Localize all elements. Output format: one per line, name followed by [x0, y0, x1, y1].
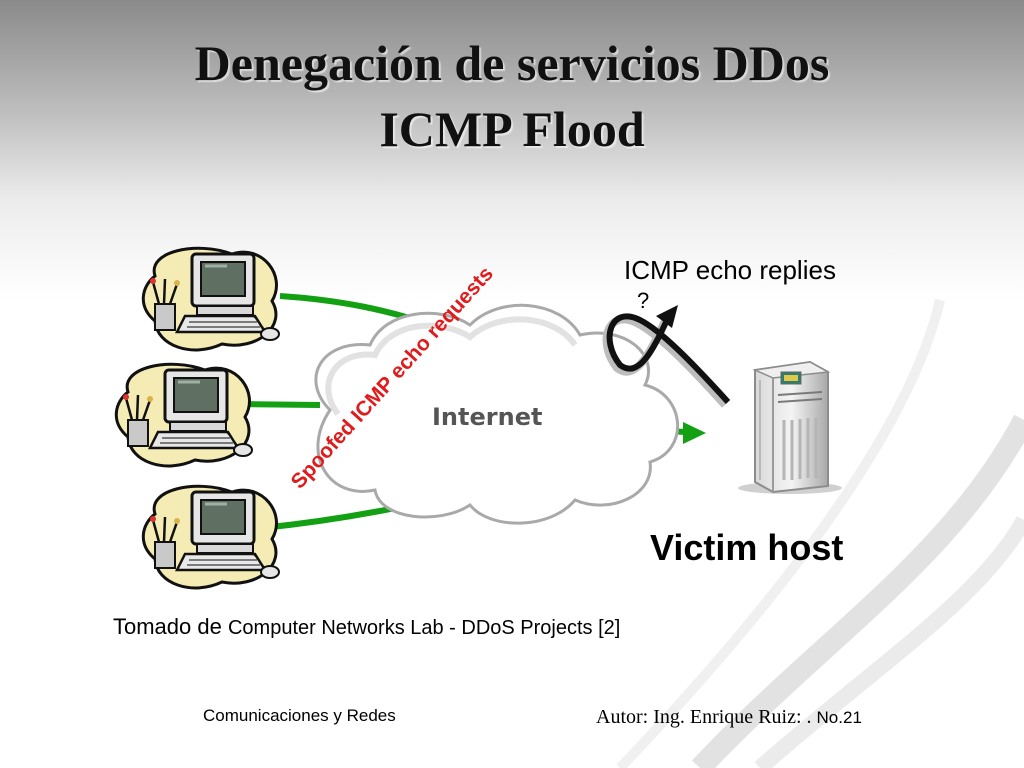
arrow-to-victim-icon	[683, 422, 706, 444]
icmp-replies-label: ICMP echo replies	[624, 255, 836, 285]
slide-title-line2: ICMP Flood	[379, 101, 645, 157]
slide-number: No.21	[816, 708, 862, 727]
citation: Tomado de Computer Networks Lab - DDoS P…	[113, 614, 620, 640]
attacker-pc-3	[141, 484, 281, 590]
citation-prefix: Tomado de	[113, 614, 222, 639]
author-name: Autor: Ing. Enrique Ruiz: .	[596, 706, 812, 728]
victim-host-label: Victim host	[650, 527, 844, 568]
question-mark: ?	[637, 288, 650, 313]
citation-source: Computer Networks Lab - DDoS Projects [2…	[227, 617, 621, 639]
attacker-pc-1	[141, 246, 281, 352]
slide-title-line1: Denegación de servicios DDos	[194, 35, 830, 91]
victim-server-icon	[738, 360, 842, 494]
internet-label: Internet	[432, 403, 542, 431]
link-pc2-internet	[237, 401, 321, 408]
attacker-pc-2	[114, 362, 254, 468]
footer-course: Comunicaciones y Redes	[203, 706, 396, 725]
icmp-reply-arrow-icon	[602, 305, 731, 408]
footer-author: Autor: Ing. Enrique Ruiz: . No.21	[596, 706, 862, 729]
internet-cloud	[314, 303, 679, 525]
